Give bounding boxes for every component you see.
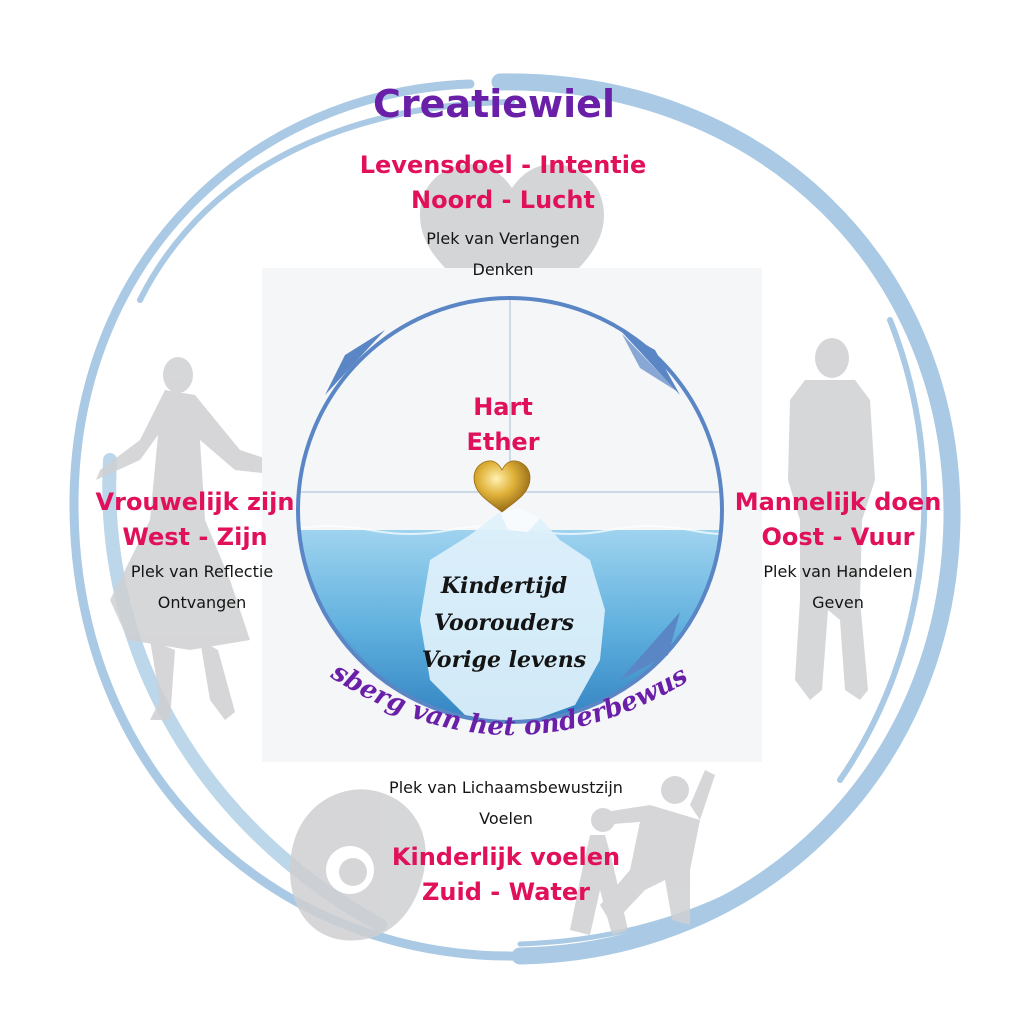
south-heading: Kinderlijk voelen Zuid - Water <box>392 840 620 910</box>
east-heading: Mannelijk doen Oost - Vuur <box>735 485 942 555</box>
arrow-south-west <box>320 610 390 690</box>
south-line2: Zuid - Water <box>422 878 590 906</box>
arrow-north-west <box>325 330 385 395</box>
west-sub2: Ontvangen <box>157 593 247 612</box>
golden-heart <box>473 460 531 513</box>
center-heading: Hart Ether <box>466 390 539 460</box>
west-sub1: Plek van Reflectie <box>130 562 274 581</box>
north-sub2: Denken <box>472 260 534 279</box>
north-sub1: Plek van Verlangen <box>426 229 580 248</box>
background-silhouettes <box>96 164 875 941</box>
iceberg-line3: Vorige levens <box>421 647 587 673</box>
south-sub2: Voelen <box>479 809 533 828</box>
center-line1: Hart <box>473 393 533 421</box>
woman-silhouette <box>96 357 285 720</box>
north-line1: Levensdoel - Intentie <box>359 151 647 179</box>
creation-circle <box>296 296 724 724</box>
west-subtext: Plek van Reflectie Ontvangen <box>131 556 273 618</box>
iceberg-labels: Kindertijd Voorouders Vorige levens <box>422 568 586 679</box>
east-line1: Mannelijk doen <box>734 488 942 516</box>
north-heading: Levensdoel - Intentie Noord - Lucht <box>360 148 647 218</box>
center-circle <box>262 268 762 762</box>
children-silhouette <box>570 770 715 935</box>
fetus-silhouette <box>290 789 426 941</box>
diagram-title: Creatiewiel <box>373 82 615 126</box>
iceberg-line2: Voorouders <box>433 610 575 636</box>
north-subtext: Plek van Verlangen Denken <box>426 223 579 285</box>
cycle-arrows <box>320 330 680 690</box>
south-line1: Kinderlijk voelen <box>391 843 621 871</box>
north-line2: Noord - Lucht <box>411 186 595 214</box>
east-subtext: Plek van Handelen Geven <box>763 556 912 618</box>
east-line2: Oost - Vuur <box>761 523 915 551</box>
arrow-south-east <box>620 612 680 680</box>
iceberg <box>420 508 605 722</box>
man-silhouette <box>788 338 875 700</box>
west-heading: Vrouwelijk zijn West - Zijn <box>96 485 295 555</box>
west-line1: Vrouwelijk zijn <box>95 488 295 516</box>
south-sub1: Plek van Lichaamsbewustzijn <box>389 778 623 797</box>
west-line2: West - Zijn <box>122 523 268 551</box>
east-sub2: Geven <box>812 593 864 612</box>
south-subtext: Plek van Lichaamsbewustzijn Voelen <box>389 772 623 834</box>
east-sub1: Plek van Handelen <box>763 562 913 581</box>
center-line2: Ether <box>466 428 540 456</box>
iceberg-line1: Kindertijd <box>440 573 568 599</box>
